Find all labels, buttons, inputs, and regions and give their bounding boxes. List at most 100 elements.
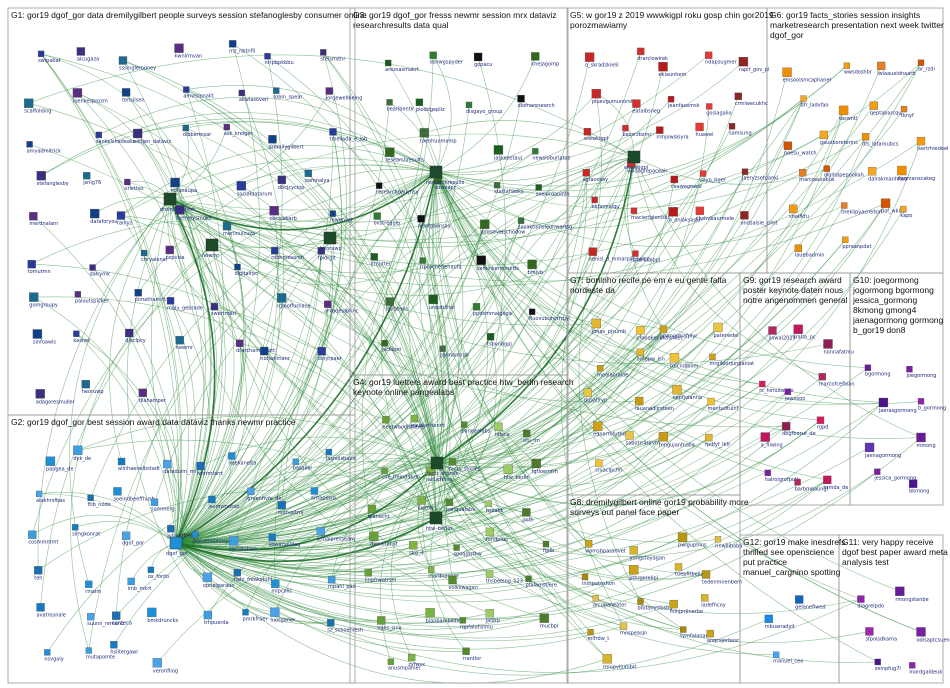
node-avatar [631,208,637,214]
node-avatar [742,169,748,175]
node-avatar [504,465,513,474]
node-label: ekfaimaiqu [592,204,620,210]
node-avatar [819,373,826,380]
node-avatar [122,88,130,96]
node-avatar [897,166,906,175]
node-avatar [795,245,802,252]
node-avatar [317,527,325,535]
node-avatar [784,142,792,150]
node-avatar [426,608,435,617]
node-avatar [273,88,279,94]
node-label: pangealabs [461,429,490,435]
node-avatar [474,53,482,61]
node-avatar [77,47,85,55]
node-label: ednarrofutno [593,432,626,438]
node-avatar [523,430,530,437]
node-avatar [133,129,142,138]
node-label: nuluctersa [426,477,452,483]
node-label: sankelshadeaks [96,139,136,145]
node-avatar [789,205,797,213]
node-avatar [197,462,205,470]
node-label: shalfkfu [789,214,809,220]
node-label: oeltjen_dataviz [133,139,171,145]
node-avatar [495,423,503,431]
node-avatar [73,331,79,337]
node-avatar [229,40,236,47]
node-label: toenhuomamp [420,138,457,144]
node-label: nonnafatmu [824,349,854,355]
node-avatar [473,303,480,310]
node-avatar [411,415,418,422]
node-avatar [584,389,592,397]
node-avatar [857,596,864,603]
node-avatar [203,573,212,582]
node-avatar [369,532,378,541]
node-avatar [881,199,890,208]
node-label: sportilalppl [632,258,660,264]
hub-label: newmr [202,253,220,259]
node-label: pangea_de [46,467,73,473]
node-avatar [696,123,704,131]
node-avatar [680,627,686,633]
node-label: malu_gebrade [167,305,203,311]
group-title-g2: G2: gor19 dgof_gor best session award da… [11,417,296,427]
node-avatar [141,250,147,256]
node-avatar [917,627,926,636]
edge [176,172,436,543]
node-label: bmlvb [528,270,544,276]
node-avatar [418,496,426,504]
node-avatar [709,354,715,360]
node-avatar [637,48,644,55]
node-label: eatalbsneg [632,109,660,115]
node-avatar [783,68,792,77]
node-avatar [637,598,643,604]
node-avatar [532,148,538,154]
node-label: jsnlg76 [82,180,101,186]
node-avatar [595,460,602,467]
node-label: researchresults [385,158,424,164]
node-label: bianbambilitie [426,618,462,624]
node-avatar [416,99,423,106]
node-avatar [37,171,46,180]
node-avatar [386,298,394,306]
node-label: jaerasgormong [878,408,917,414]
group-title-g3: researchresults data qual [353,20,449,30]
node-label: unoobilhol [429,305,455,311]
node-avatar [135,289,142,296]
node-avatar [270,206,279,215]
node-label: kapo [900,213,912,219]
node-avatar [593,422,602,431]
node-avatar [658,62,667,71]
node-avatar [376,183,382,189]
node-avatar [486,501,492,507]
node-label: disgayo_group [466,109,502,115]
group-title-g5: G5: w gor19 z 2019 wwwkigpl roku gosp ch… [570,10,774,20]
node-label: mlfrdw_t [588,636,610,642]
node-label: rqpfaluhsmiu [460,624,493,630]
node-label: gusahrvn [584,398,607,404]
node-avatar [630,546,638,554]
node-avatar [175,44,184,53]
node-label: monuetml [278,510,304,516]
node-label: jaenagormong [864,453,901,459]
node-label: fluovubuncrfrpy [529,316,569,322]
node-label: suerveysmoke [175,215,211,221]
node-label: adagoresmuller [36,399,76,405]
node-avatar [768,327,776,335]
node-label: gopacu [474,62,492,68]
node-label: gauaterhanrh [411,423,445,429]
node-avatar [629,565,638,574]
node-avatar [707,398,714,405]
node-label: luosganer [270,618,296,624]
node-label: oriettes [124,186,144,192]
edge [437,463,706,575]
node-avatar [632,251,638,257]
group-title-g9: poster keynote daten nous [743,285,843,295]
node-avatar [38,51,44,57]
group-title-g11: analysis test [842,557,889,567]
node-label: jacklbet [381,347,402,353]
node-label: sasaktionsleunwertsg [518,225,572,231]
node-avatar [659,432,668,441]
node-avatar [377,616,385,624]
node-avatar [236,340,243,347]
